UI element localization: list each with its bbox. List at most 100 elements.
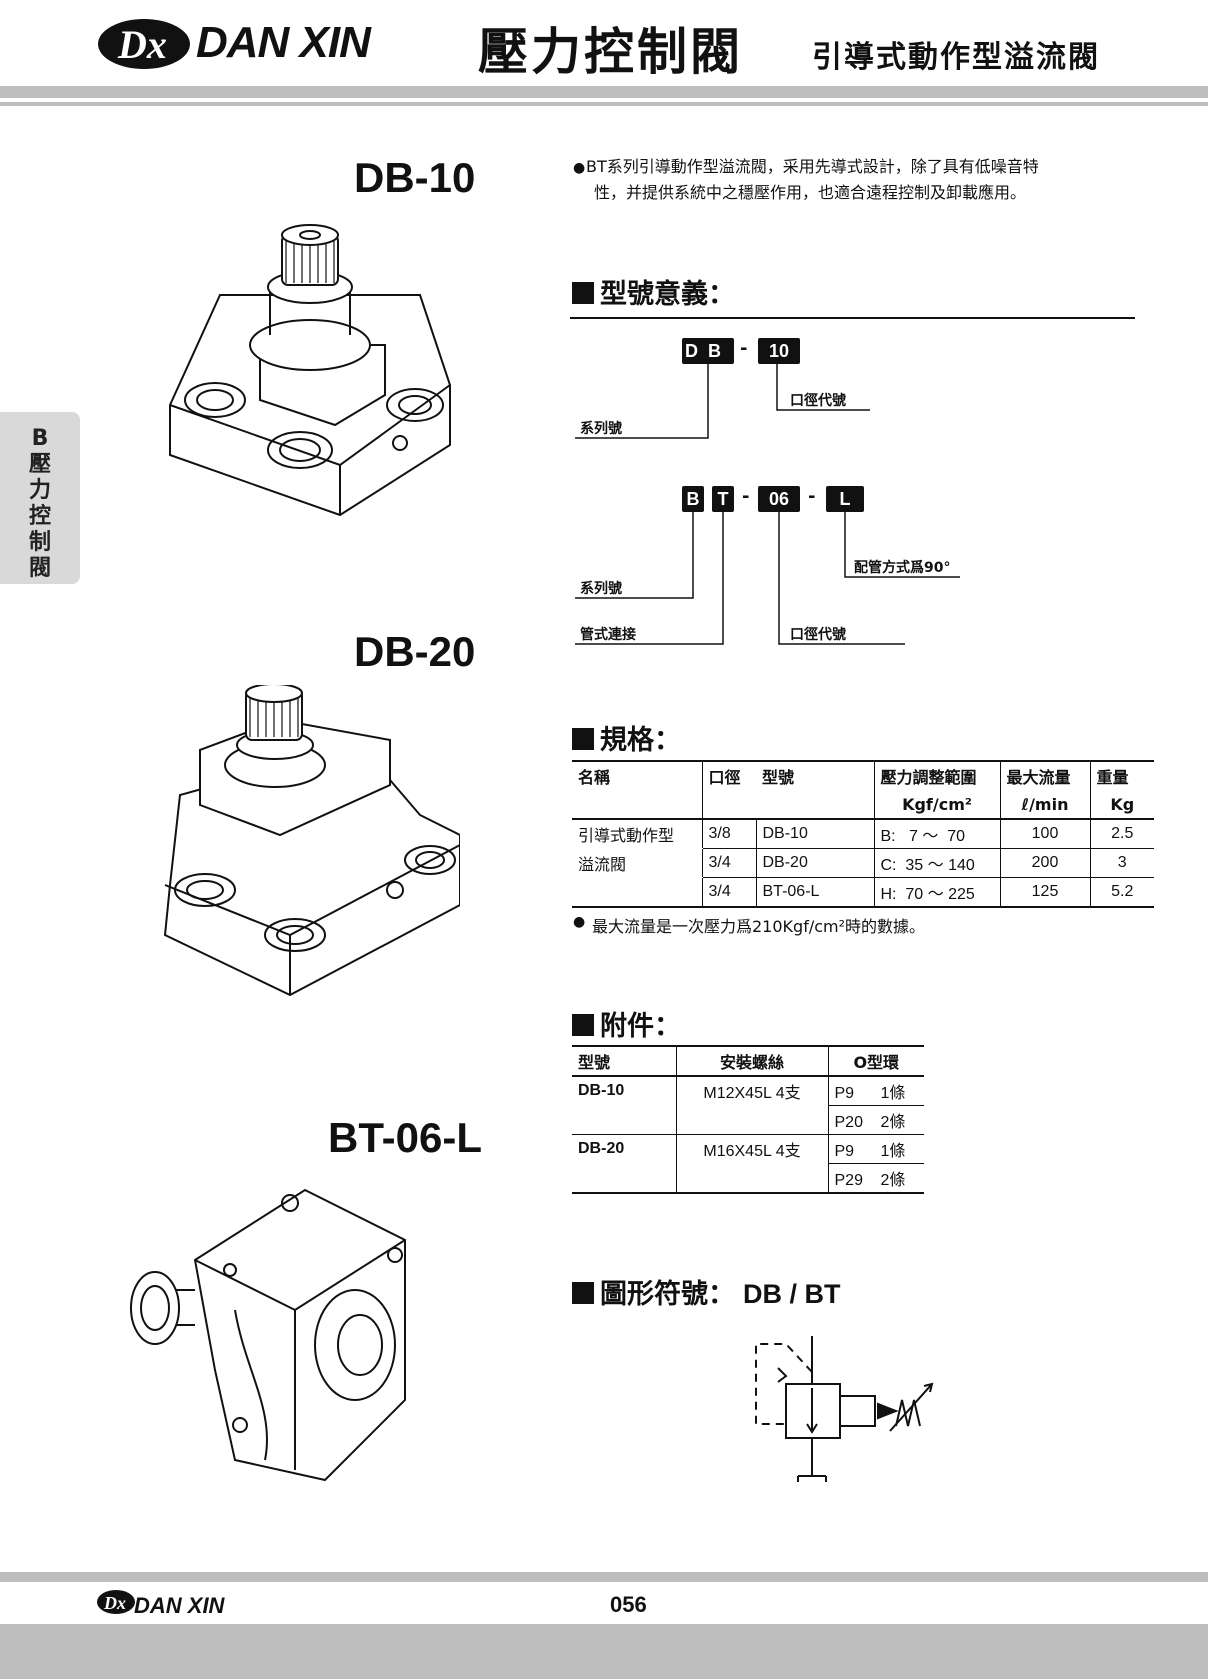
side-tab-char: 閥 [28,556,51,581]
side-tab-char: 制 [28,530,51,555]
cell-bolts: M16X45L 4支 [675,1134,828,1164]
col-flow-unit: ℓ/min [999,790,1090,819]
model-meaning-heading: 型號意義： [572,272,735,311]
cell-bore: 3/4 [701,848,756,878]
description-line: BT系列引導動作型溢流閥，采用先導式設計，除了具有低噪音特 [586,157,1039,176]
table-header-row: 名稱 口徑 型號 壓力調整範圍 最大流量 重量 [572,761,1154,790]
col-weight-unit: Kg [1089,790,1154,819]
col-bore: 口徑 [701,761,756,790]
table-row: 3/4 BT-06-L H: 70 ～ 225 125 5.2 [572,877,1154,907]
code-box-b: B [682,486,704,512]
col-weight: 重量 [1089,761,1154,790]
col-model: 型號 [578,1053,611,1072]
label-series-number: 系列號 [580,421,622,437]
specs-heading: 規格： [572,718,681,757]
cell-pressure: H: 70 ～ 225 [873,877,1000,907]
page-subtitle: 引導式動作型溢流閥 [812,40,1100,75]
product-description: BT系列引導動作型溢流閥，采用先導式設計，除了具有低噪音特 性，并提供系統中之穩… [570,154,1130,206]
table-row: 引導式動作型 3/8 DB-10 B: 7 ～ 70 100 2.5 [572,819,1154,849]
cell-weight: 3 [1089,848,1154,878]
side-tab-char: 控 [28,504,51,529]
product-name-bt06l: BT-06-L [328,1114,483,1161]
code-box-series: DB [682,338,734,364]
code-dash: - [808,486,816,507]
cell-model: DB-10 [578,1082,625,1100]
brand-name: DAN XIN [196,18,371,67]
code-box-bore: 10 [758,338,800,364]
cell-flow: 100 [999,819,1090,849]
hydraulic-relief-valve-symbol [755,1336,934,1482]
svg-text:Dx: Dx [117,22,167,67]
cell-name: 溢流閥 [572,848,702,878]
symbol-heading: 圖形符號：DB / BT [572,1272,841,1311]
col-pressure: 壓力調整範圍 [873,761,1000,790]
side-tab-char: 力 [28,478,51,503]
col-name: 名稱 [578,768,611,787]
cell-weight: 5.2 [1089,877,1154,907]
code1-leader-lines [575,364,870,439]
header-rule [0,102,1208,106]
cell-flow: 200 [999,848,1090,878]
footer-bar [0,1624,1208,1679]
cell-name: 引導式動作型 [572,819,702,849]
col-pressure-unit: Kgf/cm² [873,790,1000,819]
footer-brand: DAN XIN [134,1593,225,1618]
bt06l-valve-illustration [130,1188,406,1482]
cell-model: DB-20 [578,1140,625,1158]
page-number: 056 [610,1592,647,1617]
col-oring: O型環 [827,1046,924,1076]
cell-pressure: C: 35 ～ 140 [873,848,1000,878]
footer-rule [0,1572,1208,1582]
specs-note: 最大流量是一次壓力爲210Kgf/cm²時的數據。 [592,917,926,936]
code2-leader-lines [575,512,960,645]
cell-weight: 2.5 [1089,819,1154,849]
page-title: 壓力控制閥 [478,23,743,81]
specs-table: 名稱 口徑 型號 壓力調整範圍 最大流量 重量 Kgf/cm² ℓ/min Kg… [572,760,1154,908]
side-tab: B 壓 力 控 制 閥 [0,412,80,584]
bullet-dot: ● [573,914,586,930]
cell-bolts: M12X45L 4支 [675,1076,828,1106]
section-rule [570,317,1135,319]
cell-flow: 125 [999,877,1090,907]
code-dash: - [742,486,750,507]
col-flow: 最大流量 [999,761,1090,790]
label-piping-method: 配管方式爲90° [854,560,951,576]
label-pipe-connection: 管式連接 [580,627,636,643]
code-box-bore: 06 [758,486,800,512]
danxin-logo: Dx [98,19,190,69]
label-series-number: 系列號 [580,581,622,597]
code-box-suffix: L [826,486,864,512]
code-dash: - [740,338,748,359]
label-bore-code: 口徑代號 [790,627,846,643]
table-header-row: 型號 安裝螺絲 O型環 [572,1046,924,1076]
cell-model: DB-20 [755,848,874,878]
side-tab-char: 壓 [28,452,51,477]
footer-logo-icon: Dx [97,1590,135,1614]
cell-bore: 3/8 [701,819,756,849]
bullet-dot: ● [573,160,586,176]
side-tab-char: B [31,426,49,451]
accessories-heading: 附件： [572,1004,681,1043]
cell-bore: 3/4 [701,877,756,907]
db20-valve-illustration [163,685,460,997]
product-name-db10: DB-10 [354,154,476,201]
cell-pressure: B: 7 ～ 70 [873,819,1000,849]
label-bore-code: 口徑代號 [790,393,846,409]
col-model: 型號 [762,768,795,787]
table-header-row: Kgf/cm² ℓ/min Kg [572,790,1154,819]
header-bar [0,86,1208,98]
table-row: 溢流閥 3/4 DB-20 C: 35 ～ 140 200 3 [572,848,1154,878]
svg-text:Dx: Dx [103,1593,126,1613]
col-bolts: 安裝螺絲 [675,1046,828,1076]
product-name-db20: DB-20 [354,628,476,675]
description-line: 性，并提供系統中之穩壓作用，也適合遠程控制及卸載應用。 [594,183,1027,202]
